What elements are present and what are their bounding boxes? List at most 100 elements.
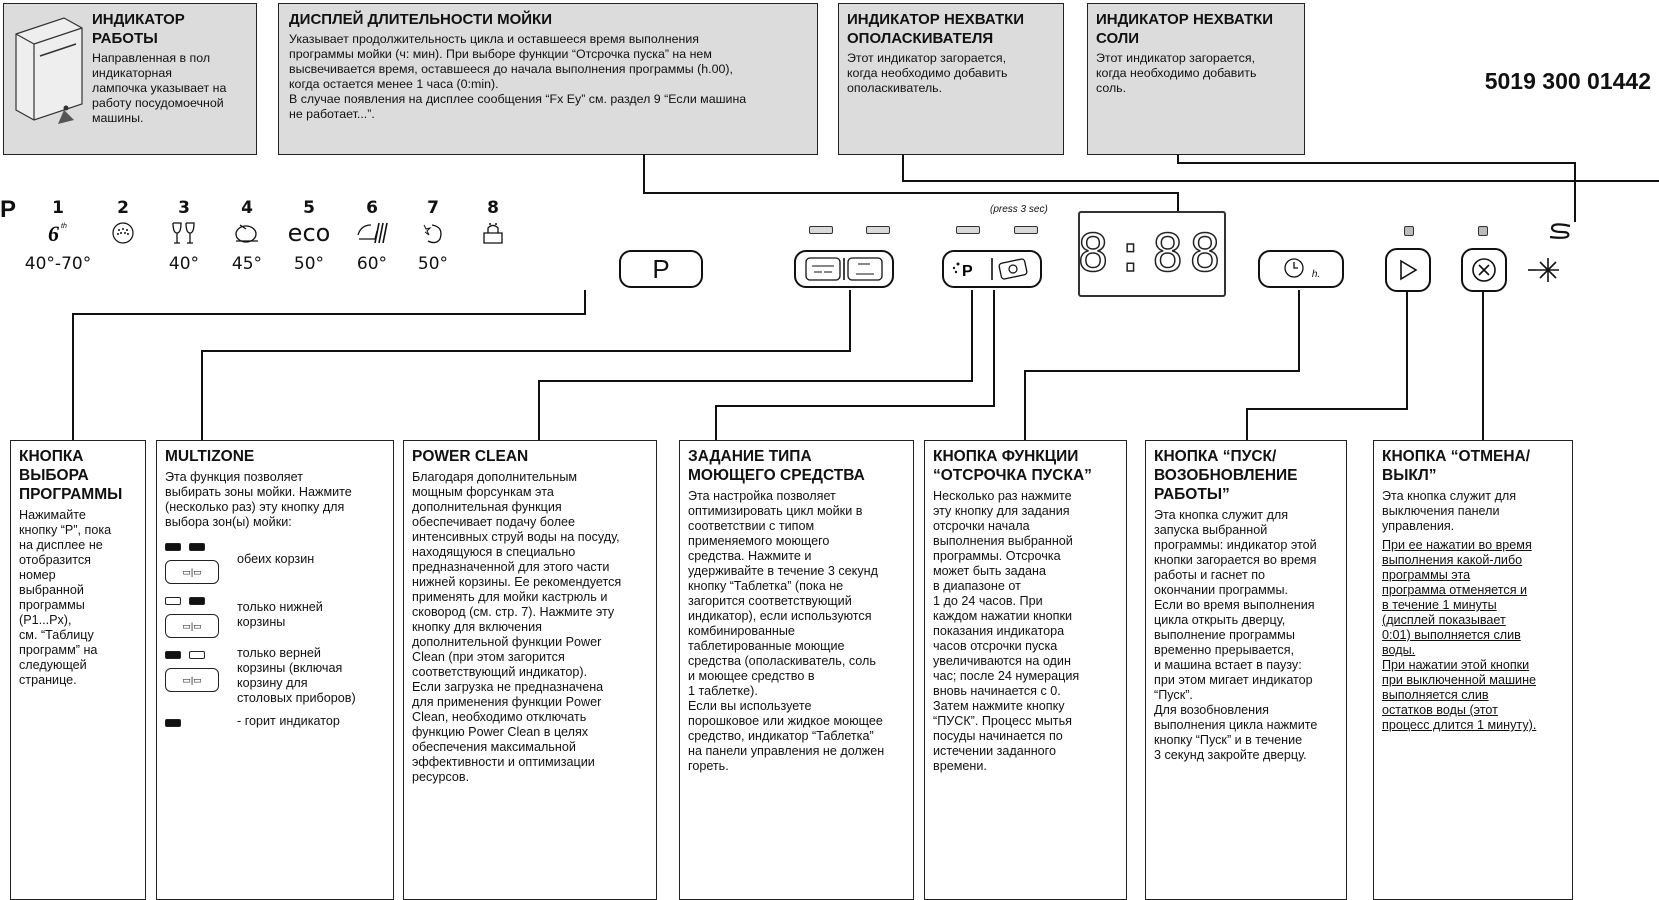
dots-circle-icon <box>95 218 151 248</box>
work-indicator-box: ИНДИКАТОР РАБОТЫ Направленная в пол инди… <box>3 3 257 155</box>
power-clean-box: POWER CLEAN Благодаря дополнительным мощ… <box>403 440 657 900</box>
program-temp: 40° <box>168 254 200 274</box>
program-item-8: 8 <box>465 198 521 254</box>
program-number: 6 <box>366 198 378 218</box>
delay-start-title: КНОПКА ФУНКЦИИ “ОТСРОЧКА ПУСКА” <box>933 448 1092 484</box>
dishwasher-icon <box>15 17 83 124</box>
multizone-option-both: ▭|▭ обеих корзин <box>165 538 385 584</box>
program-temp: 40°-70° <box>24 254 92 274</box>
program-number: 5 <box>303 198 315 218</box>
multizone-option-label: только нижней корзины <box>237 600 323 629</box>
cancel-off-button[interactable] <box>1461 248 1507 292</box>
work-indicator-title: ИНДИКАТОР РАБОТЫ <box>92 11 185 47</box>
start-resume-text: Эта кнопка служит для запуска выбранной … <box>1154 508 1318 762</box>
salt-indicator-box: ИНДИКАТОР НЕХВАТКИ СОЛИ Этот индикатор з… <box>1087 3 1305 155</box>
start-resume-title: КНОПКА “ПУСК/ ВОЗОБНОВЛЕНИЕ РАБОТЫ” <box>1154 448 1298 503</box>
multizone-legend: - горит индикатор <box>165 714 385 732</box>
glasses-icon <box>156 218 212 248</box>
multizone-led-1 <box>809 226 833 234</box>
svg-text:P: P <box>962 263 973 280</box>
multizone-option-label: обеих корзин <box>237 552 315 566</box>
detergent-type-text: Эта настройка позволяет оптимизировать ц… <box>688 489 885 773</box>
svg-text:6: 6 <box>48 221 59 246</box>
display-title: ДИСПЛЕЙ ДЛИТЕЛЬНОСТИ МОЙКИ <box>289 11 552 28</box>
time-display: 8:88 <box>1077 211 1227 297</box>
program-temp: 45° <box>231 254 263 274</box>
cancel-off-box: КНОПКА “ОТМЕНА/ ВЫКЛ” Эта кнопка служит … <box>1373 440 1573 900</box>
play-icon <box>1400 259 1418 281</box>
tablet-led <box>1014 226 1038 234</box>
multizone-title: MULTIZONE <box>165 448 255 465</box>
program-number: 7 <box>427 198 439 218</box>
detergent-type-title: ЗАДАНИЕ ТИПА МОЮЩЕГО СРЕДСТВА <box>688 448 865 484</box>
program-select-text: Нажимайте кнопку “P”, пока на дисплее не… <box>19 508 112 687</box>
multizone-option-lower: ▭|▭ только нижней корзины <box>165 592 385 638</box>
program-number: 3 <box>178 198 190 218</box>
delay-start-button[interactable]: h. <box>1258 250 1344 288</box>
program-number: 4 <box>241 198 253 218</box>
eco-icon: eco <box>287 219 331 247</box>
time-display-digits: 8:88 <box>1077 223 1227 285</box>
program-button-label: P <box>652 253 670 284</box>
delay-start-text: Несколько раз нажмите эту кнопку для зад… <box>933 489 1080 773</box>
program-item-3: 3 40° <box>156 198 212 274</box>
quick-icon <box>405 218 461 248</box>
panel-p-letter: P <box>0 196 17 223</box>
multizone-icon <box>805 257 883 281</box>
delay-start-box: КНОПКА ФУНКЦИИ “ОТСРОЧКА ПУСКА” Нескольк… <box>924 440 1127 900</box>
start-resume-box: КНОПКА “ПУСК/ ВОЗОБНОВЛЕНИЕ РАБОТЫ” Эта … <box>1145 440 1347 900</box>
program-item-2: 2 <box>95 198 151 254</box>
rinse-indicator-box: ИНДИКАТОР НЕХВАТКИ ОПОЛАСКИВАТЕЛЯ Этот и… <box>838 3 1064 155</box>
program-select-title: КНОПКА ВЫБОРА ПРОГРАММЫ <box>19 448 123 503</box>
power-clean-title: POWER CLEAN <box>412 448 529 465</box>
plate-icon <box>219 218 275 248</box>
multizone-button[interactable] <box>794 250 894 288</box>
start-button[interactable] <box>1385 248 1431 292</box>
cancel-off-text: Эта кнопка служит для выключения панели … <box>1382 489 1517 533</box>
pots-cutlery-icon <box>344 218 400 248</box>
salt-indicator-text: Этот индикатор загорается, когда необход… <box>1096 51 1257 95</box>
cancel-icon <box>1472 258 1496 282</box>
program-temp: 50° <box>293 254 325 274</box>
program-temp: 50° <box>417 254 449 274</box>
prewash-icon <box>465 218 521 248</box>
program-item-4: 4 45° <box>219 198 275 274</box>
multizone-led-2 <box>866 226 890 234</box>
clock-icon <box>1284 258 1304 278</box>
multizone-text: Эта функция позволяет выбирать зоны мойк… <box>165 470 352 529</box>
rinse-indicator-title: ИНДИКАТОР НЕХВАТКИ ОПОЛАСКИВАТЕЛЯ <box>847 11 1025 47</box>
display-text: Указывает продолжительность цикла и оста… <box>289 32 747 121</box>
work-indicator-text: Направленная в пол индикаторная лампочка… <box>92 51 227 125</box>
program-item-6: 6 60° <box>344 198 400 274</box>
salt-indicator-title: ИНДИКАТОР НЕХВАТКИ СОЛИ <box>1096 11 1274 47</box>
svg-text:th: th <box>61 223 67 230</box>
program-select-box: КНОПКА ВЫБОРА ПРОГРАММЫ Нажимайте кнопку… <box>10 440 146 900</box>
multizone-box: MULTIZONE Эта функция позволяет выбирать… <box>156 440 394 900</box>
program-button[interactable]: P <box>619 250 703 288</box>
product-code: 5019 300 01442 <box>1484 68 1651 94</box>
cancel-led <box>1478 226 1488 236</box>
powerclean-led <box>956 226 980 234</box>
cancel-off-title: КНОПКА “ОТМЕНА/ ВЫКЛ” <box>1382 448 1531 484</box>
multizone-option-upper: ▭|▭ только верней корзины (включая корзи… <box>165 646 385 706</box>
start-led <box>1404 226 1414 236</box>
power-clean-text: Благодаря дополнительным мощным форсунка… <box>412 470 622 784</box>
powerclean-tablet-icon: P <box>952 258 1028 280</box>
program-number: 8 <box>487 198 499 218</box>
salt-symbol-icon <box>1549 223 1571 239</box>
program-item-7: 7 50° <box>405 198 461 274</box>
powerclean-tablet-button[interactable]: P <box>942 250 1042 288</box>
program-number: 1 <box>52 198 64 218</box>
detergent-type-box: ЗАДАНИЕ ТИПА МОЮЩЕГО СРЕДСТВА Эта настро… <box>679 440 914 900</box>
display-box: ДИСПЛЕЙ ДЛИТЕЛЬНОСТИ МОЙКИ Указывает про… <box>278 3 818 155</box>
program-number: 2 <box>117 198 129 218</box>
delay-label: h. <box>1311 268 1321 280</box>
rinse-indicator-text: Этот индикатор загорается, когда необход… <box>847 51 1008 95</box>
program-temp: 60° <box>356 254 388 274</box>
rinse-aid-symbol-icon <box>1528 258 1559 282</box>
multizone-legend-text: - горит индикатор <box>237 714 340 728</box>
multizone-option-label: только верней корзины (включая корзину д… <box>237 646 356 705</box>
